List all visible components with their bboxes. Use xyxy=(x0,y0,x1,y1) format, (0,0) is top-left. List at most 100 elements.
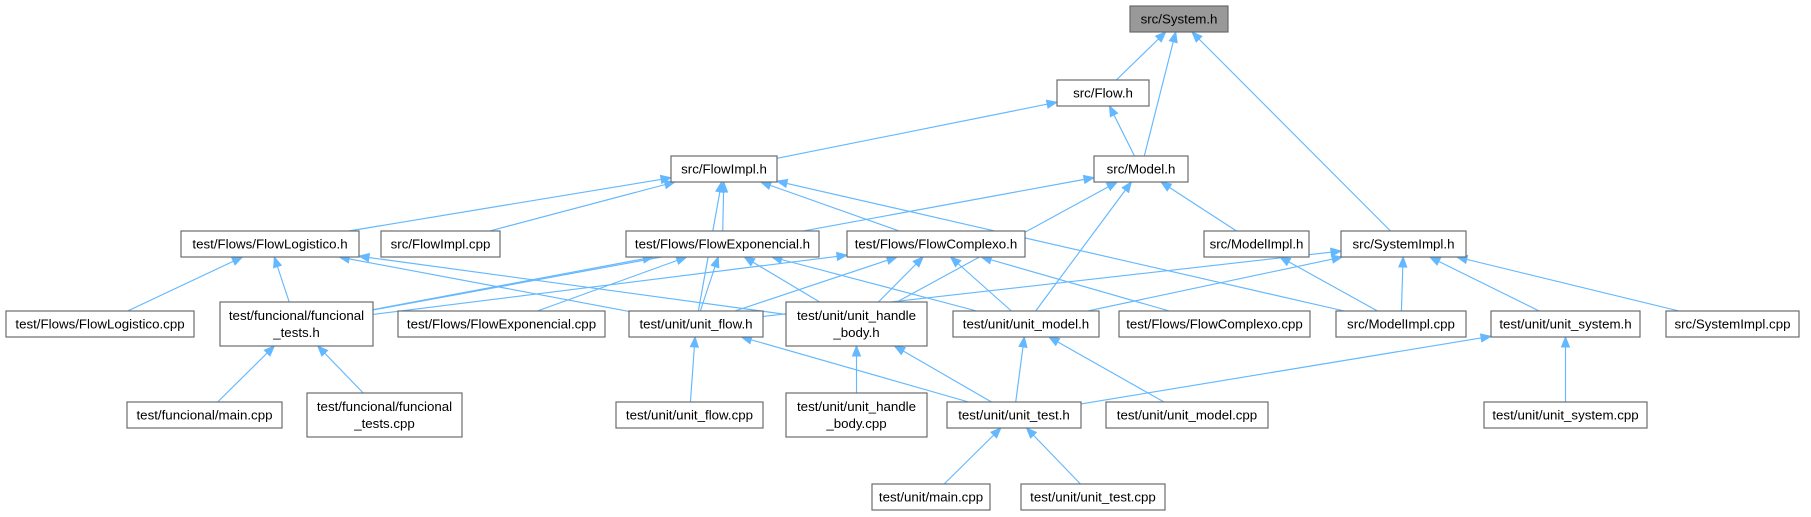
node-label: src/ModelImpl.h xyxy=(1210,237,1304,252)
node-box[interactable] xyxy=(1340,230,1467,258)
edge-systemimpl_cpp-to-systemimpl_h xyxy=(1456,256,1680,312)
edge-unit_test_h-to-unit_model_h xyxy=(1015,336,1025,403)
node-label: test/funcional/main.cpp xyxy=(136,408,272,423)
arrowhead-systemimpl_h-to-system_h xyxy=(1191,31,1203,43)
edge-unit_test_cpp-to-unit_test_h xyxy=(1026,427,1081,485)
edge-unit_handle_h-to-flowexp_h xyxy=(743,256,820,303)
node-label: test/unit/main.cpp xyxy=(879,490,983,505)
node-box[interactable] xyxy=(846,230,1026,258)
node-box[interactable] xyxy=(670,155,778,183)
arrowhead-unit_system_h-to-systemimpl_h xyxy=(1428,256,1442,266)
node-func_tests_cpp[interactable]: test/funcional/funcional_tests.cpp xyxy=(306,392,463,438)
arrowhead-modelimpl_h-to-model_h xyxy=(1159,181,1173,192)
node-flowimpl_cpp[interactable]: src/FlowImpl.cpp xyxy=(380,230,501,258)
node-label: test/unit/unit_model.h xyxy=(963,317,1089,332)
edge-unit_test_h-to-unit_system_h xyxy=(1080,335,1492,405)
edge-flowlog_cpp-to-flowlog_h xyxy=(127,256,243,312)
node-systemimpl_h[interactable]: src/SystemImpl.h xyxy=(1340,230,1467,258)
node-box[interactable] xyxy=(1118,310,1311,338)
node-systemimpl_cpp[interactable]: src/SystemImpl.cpp xyxy=(1665,310,1800,338)
node-box[interactable] xyxy=(180,230,360,258)
node-flowexp_cpp[interactable]: test/Flows/FlowExponencial.cpp xyxy=(397,310,606,338)
node-box[interactable] xyxy=(615,401,764,429)
node-unit_system_cpp[interactable]: test/unit/unit_system.cpp xyxy=(1483,401,1648,429)
arrowhead-unit_test_h-to-unit_handle_h xyxy=(893,345,907,356)
edge-flow_h-to-system_h xyxy=(1115,31,1167,81)
node-unit_main_cpp[interactable]: test/unit/main.cpp xyxy=(871,483,991,511)
node-box[interactable] xyxy=(1105,401,1269,429)
node-box[interactable] xyxy=(219,301,374,347)
node-box[interactable] xyxy=(126,401,283,429)
node-box[interactable] xyxy=(1203,230,1310,258)
node-box[interactable] xyxy=(946,401,1082,429)
arrowhead-unit_test_h-to-unit_system_h xyxy=(1479,333,1493,343)
node-unit_system_h[interactable]: test/unit/unit_system.h xyxy=(1490,310,1641,338)
node-box[interactable] xyxy=(871,483,991,511)
node-box[interactable] xyxy=(625,230,820,258)
edge-modelimpl_cpp-to-modelimpl_h xyxy=(1279,256,1378,312)
node-unit_flow_cpp[interactable]: test/unit/unit_flow.cpp xyxy=(615,401,764,429)
node-label: test/Flows/FlowComplexo.cpp xyxy=(1126,317,1303,332)
node-box[interactable] xyxy=(952,310,1100,338)
node-flowimpl_h[interactable]: src/FlowImpl.h xyxy=(670,155,778,183)
node-label: src/SystemImpl.cpp xyxy=(1674,317,1790,332)
node-box[interactable] xyxy=(306,392,463,438)
arrowhead-unit_handle_h-to-flowlog_h xyxy=(357,252,371,263)
node-box[interactable] xyxy=(1129,5,1229,33)
edge-flowimpl_cpp-to-flowimpl_h xyxy=(489,181,676,232)
node-func_tests_h[interactable]: test/funcional/funcional_tests.h xyxy=(219,301,374,347)
arrowhead-unit_flow_cpp-to-unit_flow_h xyxy=(689,335,700,348)
node-unit_handle_h[interactable]: test/unit/unit_handle_body.h xyxy=(785,301,928,347)
node-box[interactable] xyxy=(1020,483,1166,511)
node-func_main_cpp[interactable]: test/funcional/main.cpp xyxy=(126,401,283,429)
edge-func_main_cpp-to-func_tests_h xyxy=(217,345,275,403)
edge-unit_flow_h-to-flowlog_h xyxy=(339,256,630,312)
edge-unit_handle_h-to-flowcomp_h xyxy=(877,256,924,303)
node-label: test/unit/unit_test.h xyxy=(958,408,1070,423)
node-flowlog_cpp[interactable]: test/Flows/FlowLogistico.cpp xyxy=(5,310,195,338)
node-label: test/Flows/FlowLogistico.h xyxy=(192,237,347,252)
edge-func_tests_h-to-flowexp_h xyxy=(372,256,654,311)
node-box[interactable] xyxy=(1093,155,1189,183)
node-flow_h[interactable]: src/Flow.h xyxy=(1056,79,1150,107)
edge-unit_model_h-to-flowcomp_h xyxy=(950,256,1012,312)
node-box[interactable] xyxy=(380,230,501,258)
node-box[interactable] xyxy=(628,310,764,338)
arrowhead-unit_model_h-to-systemimpl_h xyxy=(1330,254,1344,264)
node-flowexp_h[interactable]: test/Flows/FlowExponencial.h xyxy=(625,230,820,258)
node-box[interactable] xyxy=(1483,401,1648,429)
arrowhead-unit_flow_h-to-flowexp_h xyxy=(710,255,720,269)
node-system_h[interactable]: src/System.h xyxy=(1129,5,1229,33)
node-label: _tests.h xyxy=(272,325,320,340)
node-unit_test_cpp[interactable]: test/unit/unit_test.cpp xyxy=(1020,483,1166,511)
node-box[interactable] xyxy=(397,310,606,338)
node-label: test/Flows/FlowExponencial.h xyxy=(635,237,810,252)
node-box[interactable] xyxy=(785,392,928,438)
node-flowcomp_cpp[interactable]: test/Flows/FlowComplexo.cpp xyxy=(1118,310,1311,338)
node-unit_model_cpp[interactable]: test/unit/unit_model.cpp xyxy=(1105,401,1269,429)
edge-flowcomp_cpp-to-flowcomp_h xyxy=(981,256,1170,312)
edge-unit_flow_cpp-to-unit_flow_h xyxy=(689,336,696,403)
node-box[interactable] xyxy=(1490,310,1641,338)
edge-unit_test_h-to-unit_flow_h xyxy=(741,336,969,403)
node-unit_model_h[interactable]: test/unit/unit_model.h xyxy=(952,310,1100,338)
node-unit_test_h[interactable]: test/unit/unit_test.h xyxy=(946,401,1082,429)
node-unit_flow_h[interactable]: test/unit/unit_flow.h xyxy=(628,310,764,338)
node-box[interactable] xyxy=(1056,79,1150,107)
node-modelimpl_h[interactable]: src/ModelImpl.h xyxy=(1203,230,1310,258)
node-box[interactable] xyxy=(1335,310,1467,338)
node-box[interactable] xyxy=(1665,310,1800,338)
node-label: test/unit/unit_model.cpp xyxy=(1117,408,1257,423)
node-flowlog_h[interactable]: test/Flows/FlowLogistico.h xyxy=(180,230,360,258)
node-box[interactable] xyxy=(5,310,195,338)
arrowhead-func_tests_h-to-model_h xyxy=(1082,174,1096,185)
node-model_h[interactable]: src/Model.h xyxy=(1093,155,1189,183)
node-flowcomp_h[interactable]: test/Flows/FlowComplexo.h xyxy=(846,230,1026,258)
node-unit_handle_cpp[interactable]: test/unit/unit_handle_body.cpp xyxy=(785,392,928,438)
node-modelimpl_cpp[interactable]: src/ModelImpl.cpp xyxy=(1335,310,1467,338)
node-box[interactable] xyxy=(785,301,928,347)
node-label: test/unit/unit_flow.h xyxy=(639,317,752,332)
node-label: src/System.h xyxy=(1141,12,1218,27)
arrowhead-unit_model_h-to-flowcomp_h xyxy=(949,256,962,268)
